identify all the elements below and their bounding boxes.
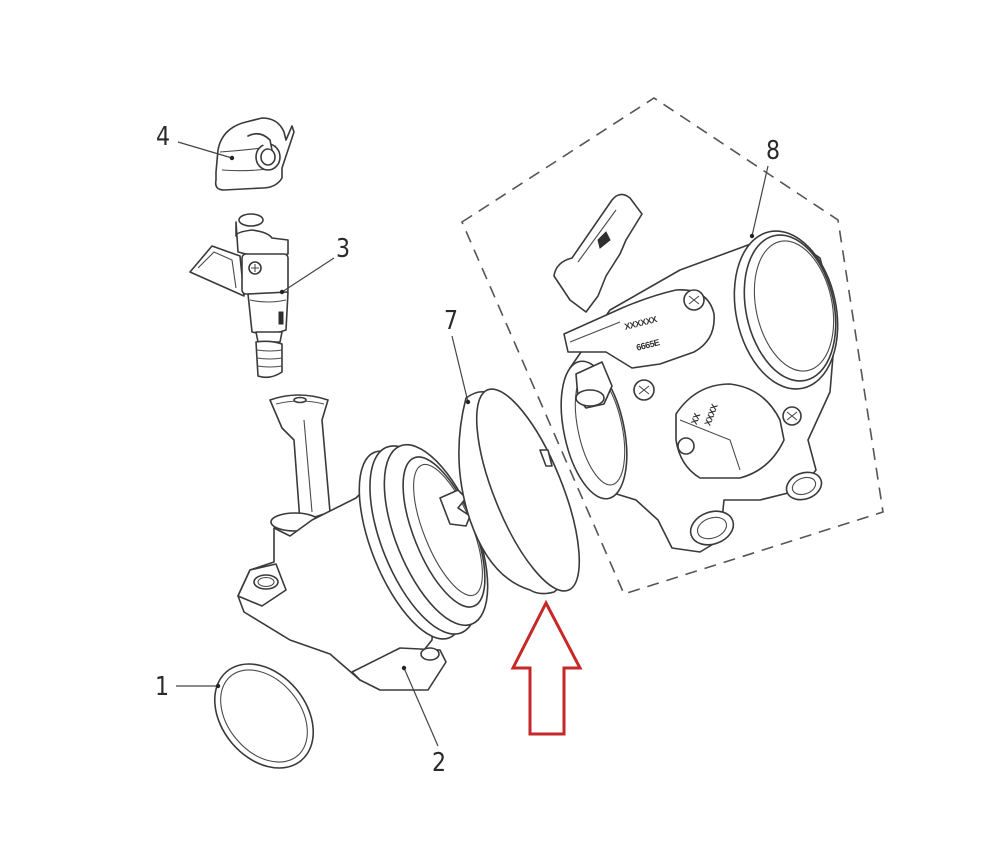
callout-8: 8 [766,136,781,166]
highlight-arrow-icon [510,599,583,736]
part-4-injector-connector [214,117,295,191]
leader-lines [176,141,769,747]
callout-2: 2 [432,748,447,778]
part-7-clamp-band [458,388,581,595]
callout-3: 3 [336,234,351,264]
callout-7: 7 [444,306,459,336]
part-1-o-ring [213,663,315,769]
callout-1: 1 [155,672,170,702]
callout-4: 4 [156,122,171,152]
part-2-intake-manifold [237,394,489,691]
assembly-group-outline [460,97,884,595]
part-3-fuel-injector [189,213,289,379]
part-8-throttle-body [553,193,839,553]
